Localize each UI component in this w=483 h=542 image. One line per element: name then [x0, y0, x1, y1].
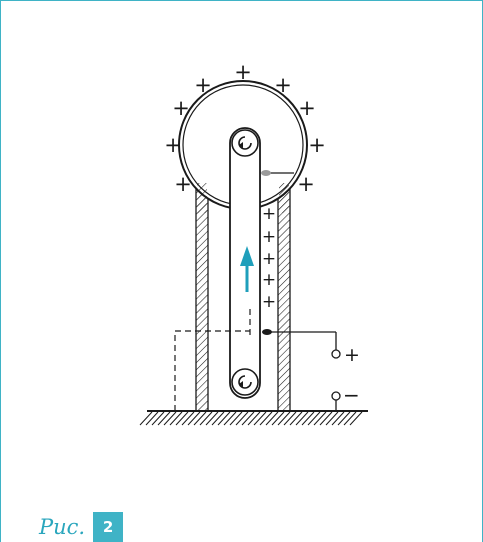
negative-terminal: −: [331, 383, 360, 407]
positive-terminal: +: [331, 344, 360, 366]
svg-text:+: +: [344, 344, 360, 366]
charge-sign: +: [297, 172, 315, 196]
caption-number-badge: 2: [93, 512, 124, 542]
upper-collector: [261, 170, 294, 176]
right-support-column: [277, 182, 291, 412]
svg-text:−: −: [343, 383, 360, 407]
sphere-charges: +++++++++: [164, 60, 326, 196]
charge-sign: +: [194, 73, 212, 97]
belt-charge-sign: +: [262, 227, 276, 247]
charge-sign: +: [274, 73, 292, 97]
figure-caption: Рис. 2: [39, 512, 124, 542]
lower-pulley: [231, 368, 259, 396]
belt-charge-sign: +: [262, 204, 276, 224]
belt-charge-sign: +: [262, 249, 276, 269]
ground-hatching: [139, 411, 363, 426]
upper-pulley: [231, 129, 259, 157]
charge-sign: +: [298, 96, 316, 120]
charge-sign: +: [172, 96, 190, 120]
charge-sign: +: [164, 133, 182, 157]
belt-direction-arrow: [240, 246, 254, 292]
charge-sign: +: [308, 133, 326, 157]
belt-charge-sign: +: [262, 292, 276, 312]
charge-sign: +: [174, 172, 192, 196]
lower-charger: [262, 329, 337, 350]
dashed-ground-connection: [174, 309, 251, 411]
charge-sign: +: [234, 60, 252, 84]
belt-charges: +++++: [262, 204, 276, 312]
caption-label: Рис.: [39, 515, 86, 539]
left-support-column: [195, 182, 209, 412]
belt-charge-sign: +: [262, 270, 276, 290]
